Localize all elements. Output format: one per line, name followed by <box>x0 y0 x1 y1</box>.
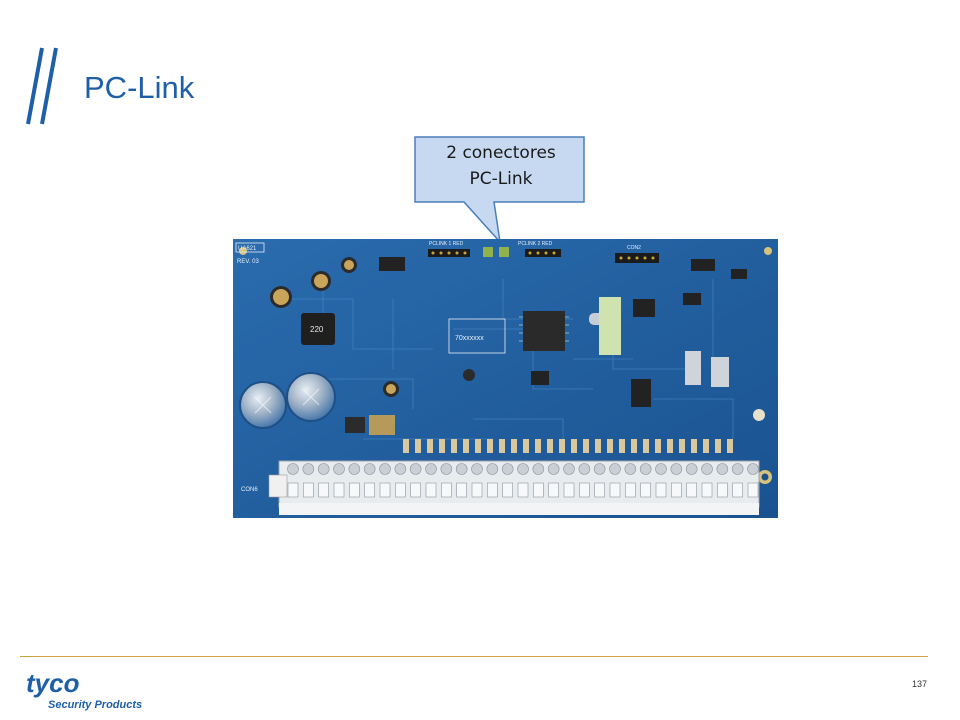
terminal-slot <box>671 482 682 498</box>
terminal-screw <box>747 463 759 475</box>
terminal-slot <box>533 482 544 498</box>
terminal-slot <box>303 482 314 498</box>
terminal-screw <box>317 463 330 475</box>
terminal-screw <box>578 463 591 475</box>
terminal-slot <box>287 482 299 498</box>
terminal-screw <box>701 463 713 475</box>
terminal-slot <box>625 482 636 498</box>
terminal-screw <box>471 463 483 475</box>
terminal-screw <box>563 463 575 475</box>
terminal-screw <box>287 463 299 475</box>
terminal-slot <box>487 482 498 498</box>
terminal-slot <box>410 482 421 498</box>
svg-text:PCLINK 2 RED: PCLINK 2 RED <box>518 241 553 247</box>
terminal-screw <box>731 463 744 475</box>
callout-line-2: PC-Link <box>469 169 533 189</box>
svg-text:CON2: CON2 <box>627 245 641 251</box>
terminal-slot <box>563 482 575 498</box>
logo-tagline: Security Products <box>48 699 142 711</box>
terminal-screw <box>425 463 437 475</box>
callout-text: 2 conectores PC-Link <box>420 140 582 192</box>
terminal-screw <box>639 463 652 475</box>
terminal-screw <box>348 463 361 475</box>
footer-divider <box>20 656 928 657</box>
terminal-screw <box>517 463 529 475</box>
terminal-slot <box>517 482 529 498</box>
terminal-slot <box>379 482 391 498</box>
terminal-slot <box>502 482 513 498</box>
logo-brand: tyco <box>26 668 80 698</box>
tyco-logo: tyco Security Products <box>26 668 142 711</box>
terminal-slot <box>349 482 360 498</box>
title-slashes-decoration <box>26 47 58 125</box>
terminal-screw <box>547 463 560 475</box>
terminal-slot <box>655 482 667 498</box>
terminal-screw <box>440 463 453 475</box>
terminal-slot <box>318 482 329 498</box>
svg-text:PCLINK 1 RED: PCLINK 1 RED <box>429 241 464 247</box>
terminal-slot <box>441 482 452 498</box>
terminal-slot <box>732 482 743 498</box>
terminal-slot <box>579 482 590 498</box>
slide-title: PC-Link <box>84 70 195 105</box>
terminal-screw <box>486 463 499 475</box>
terminal-slot <box>333 482 345 498</box>
terminal-slot <box>594 482 605 498</box>
svg-text:UA621: UA621 <box>238 246 257 252</box>
callout-bubble <box>414 136 585 245</box>
terminal-slot <box>701 482 713 498</box>
terminal-screw <box>532 463 545 475</box>
terminal-screw <box>609 463 621 475</box>
terminal-screw <box>655 463 667 475</box>
terminal-slot <box>747 482 759 498</box>
svg-text:CON6: CON6 <box>241 487 258 493</box>
terminal-screw <box>409 463 422 475</box>
terminal-slot <box>364 482 375 498</box>
circuit-board-image: UA621 REV. 03 PCLINK 1 RED PCLINK 2 RED … <box>233 239 778 518</box>
terminal-screw <box>455 463 468 475</box>
terminal-slot <box>456 482 467 498</box>
terminal-screw <box>333 463 345 475</box>
terminal-screw <box>379 463 391 475</box>
terminal-slot <box>686 482 697 498</box>
svg-text:70xxxxxx: 70xxxxxx <box>455 335 484 342</box>
terminal-slot <box>471 482 483 498</box>
terminal-screw <box>670 463 683 475</box>
terminal-screw <box>593 463 606 475</box>
terminal-screw <box>363 463 376 475</box>
terminal-slot <box>425 482 437 498</box>
terminal-screw <box>685 463 698 475</box>
callout-line-1: 2 conectores <box>446 143 556 163</box>
terminal-slot <box>609 482 621 498</box>
svg-text:220: 220 <box>310 325 324 334</box>
terminal-slot <box>395 482 406 498</box>
terminal-slot <box>717 482 728 498</box>
terminal-screw <box>716 463 729 475</box>
terminal-screw <box>624 463 637 475</box>
page-number: 137 <box>911 679 927 689</box>
terminal-screw <box>501 463 514 475</box>
terminal-screw <box>394 463 407 475</box>
terminal-slot <box>548 482 559 498</box>
terminal-screw <box>302 463 315 475</box>
svg-text:REV. 03: REV. 03 <box>237 259 259 265</box>
terminal-slot <box>640 482 651 498</box>
